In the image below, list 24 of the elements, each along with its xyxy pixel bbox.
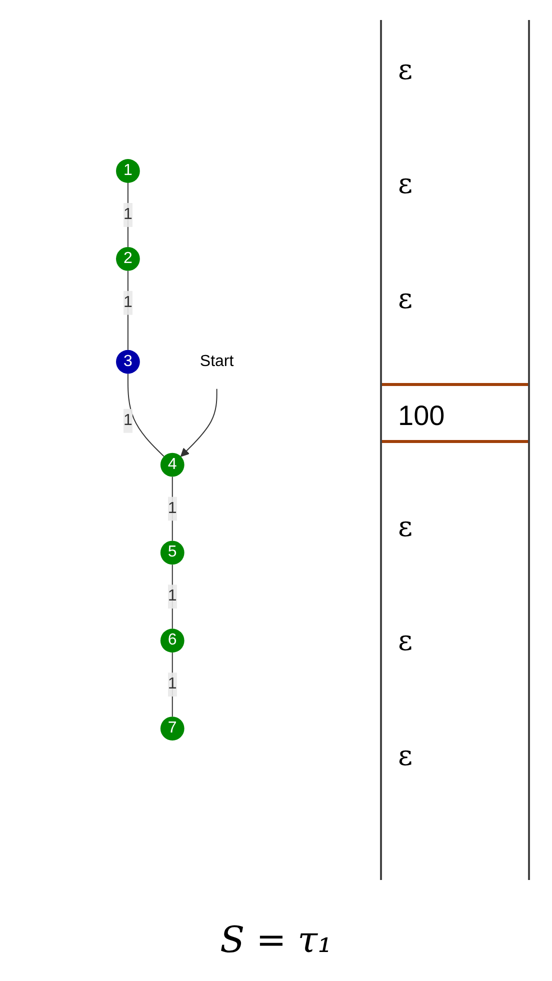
edge-label: 1 [168,588,177,605]
node-text: Start [200,353,234,370]
edge-label: 1 [168,500,177,517]
vector-entry: ε [397,166,414,202]
edge-label: 1 [124,294,133,312]
edge-label: 1 [124,412,133,430]
connector [128,374,165,458]
highlighted-entry: 100 [382,382,528,443]
edge-label: 1 [124,206,133,224]
vector-entry: ε [397,52,414,88]
node-circle: 4 [160,453,184,477]
vector-entry: ε [397,509,414,546]
edge-label: 1 [168,676,177,693]
node-circle: 3 [116,350,140,374]
node-circle: 2 [116,247,140,272]
node-circle: 1 [116,159,140,184]
vector-entry: ε [397,280,414,317]
formula: S = τ₁ [218,920,334,961]
arrow [180,388,218,458]
vector-entry: ε [397,738,414,774]
node-circle: 7 [160,716,184,741]
node-circle: 5 [160,541,184,565]
vector-entry: ε [397,623,414,660]
node-circle: 6 [160,628,184,653]
